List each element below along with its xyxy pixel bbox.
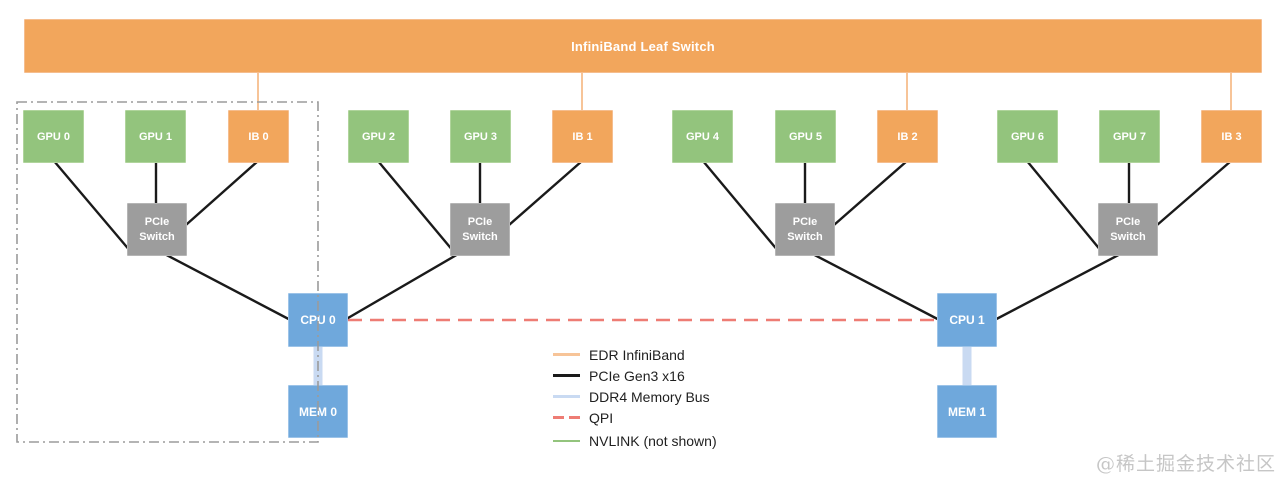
node-pcie-switch-1: PCIe Switch — [450, 203, 510, 256]
ib3-label: IB 3 — [1221, 130, 1242, 143]
gpu0-label: GPU 0 — [36, 130, 70, 143]
pcie-gpu2-switch — [377, 160, 455, 253]
legend-label-ddr4: DDR4 Memory Bus — [589, 388, 710, 405]
node-gpu4: GPU 4 — [672, 110, 733, 163]
ib2-label: IB 2 — [897, 130, 918, 143]
legend-item-pcie: PCIe Gen3 x16 — [553, 365, 717, 386]
node-cpu1: CPU 1 — [937, 293, 997, 347]
node-gpu0: GPU 0 — [23, 110, 84, 163]
legend-item-edr: EDR InfiniBand — [553, 344, 717, 365]
qpi-line-swatch — [553, 416, 580, 419]
pcie-switch2-label: PCIe Switch — [787, 216, 823, 243]
node-gpu5: GPU 5 — [775, 110, 836, 163]
pcie-gpu4-switch — [702, 160, 780, 253]
node-pcie-switch-3: PCIe Switch — [1098, 203, 1158, 256]
node-cpu0: CPU 0 — [288, 293, 348, 347]
gpu1-label: GPU 1 — [138, 130, 172, 143]
pcie-switch3-cpu1 — [984, 248, 1129, 327]
ib0-label: IB 0 — [248, 130, 269, 143]
node-gpu6: GPU 6 — [997, 110, 1058, 163]
gpu2-label: GPU 2 — [361, 130, 395, 143]
legend: EDR InfiniBand PCIe Gen3 x16 DDR4 Memory… — [553, 344, 717, 451]
gpu3-label: GPU 3 — [463, 130, 497, 143]
legend-item-ddr4: DDR4 Memory Bus — [553, 386, 717, 407]
pcie-gpu6-switch — [1026, 160, 1103, 253]
legend-label-pcie: PCIe Gen3 x16 — [589, 367, 685, 384]
node-gpu2: GPU 2 — [348, 110, 409, 163]
pcie-gpu0-switch — [53, 160, 132, 253]
pcie-ib1-switch — [500, 160, 583, 233]
node-gpu3: GPU 3 — [450, 110, 511, 163]
node-ib1: IB 1 — [552, 110, 613, 163]
legend-item-qpi: QPI — [553, 407, 717, 428]
gpu4-label: GPU 4 — [685, 130, 719, 143]
node-ib3: IB 3 — [1201, 110, 1262, 163]
legend-item-nvlink: NVLINK (not shown) — [553, 430, 717, 451]
mem0-label: MEM 0 — [298, 404, 337, 419]
nvlink-line-swatch — [553, 439, 580, 442]
pcie-switch1-cpu0 — [335, 248, 466, 327]
legend-label-qpi: QPI — [589, 409, 614, 426]
ddr4-line-swatch — [553, 395, 580, 398]
cpu1-label: CPU 1 — [949, 313, 985, 327]
node-gpu1: GPU 1 — [125, 110, 186, 163]
mem1-label: MEM 1 — [947, 404, 986, 419]
pcie-switch1-label: PCIe Switch — [462, 216, 498, 243]
pcie-switch2-cpu1 — [804, 248, 950, 327]
pcie-switch0-cpu0 — [156, 248, 301, 327]
node-gpu7: GPU 7 — [1099, 110, 1160, 163]
pcie-switch0-label: PCIe Switch — [139, 216, 175, 243]
node-ib0: IB 0 — [228, 110, 289, 163]
pcie-switch3-label: PCIe Switch — [1110, 216, 1146, 243]
infiniband-leaf-switch-label: InfiniBand Leaf Switch — [571, 38, 715, 54]
infiniband-leaf-switch: InfiniBand Leaf Switch — [24, 19, 1262, 73]
ib1-label: IB 1 — [572, 130, 593, 143]
watermark: @稀土掘金技术社区 — [1095, 453, 1276, 475]
pcie-line-swatch — [553, 374, 580, 377]
pcie-ib3-switch — [1148, 160, 1232, 233]
pcie-ib0-switch — [177, 160, 259, 233]
node-mem1: MEM 1 — [937, 385, 997, 438]
node-mem0: MEM 0 — [288, 385, 348, 438]
pcie-ib2-switch — [825, 160, 908, 233]
edr-line-swatch — [553, 353, 580, 356]
node-ib2: IB 2 — [877, 110, 938, 163]
gpu5-label: GPU 5 — [788, 130, 822, 143]
node-pcie-switch-2: PCIe Switch — [775, 203, 835, 256]
gpu7-label: GPU 7 — [1112, 130, 1146, 143]
cpu0-label: CPU 0 — [300, 313, 336, 327]
gpu6-label: GPU 6 — [1010, 130, 1044, 143]
legend-label-nvlink: NVLINK (not shown) — [589, 432, 717, 449]
node-pcie-switch-0: PCIe Switch — [127, 203, 187, 256]
legend-label-edr: EDR InfiniBand — [589, 346, 685, 363]
